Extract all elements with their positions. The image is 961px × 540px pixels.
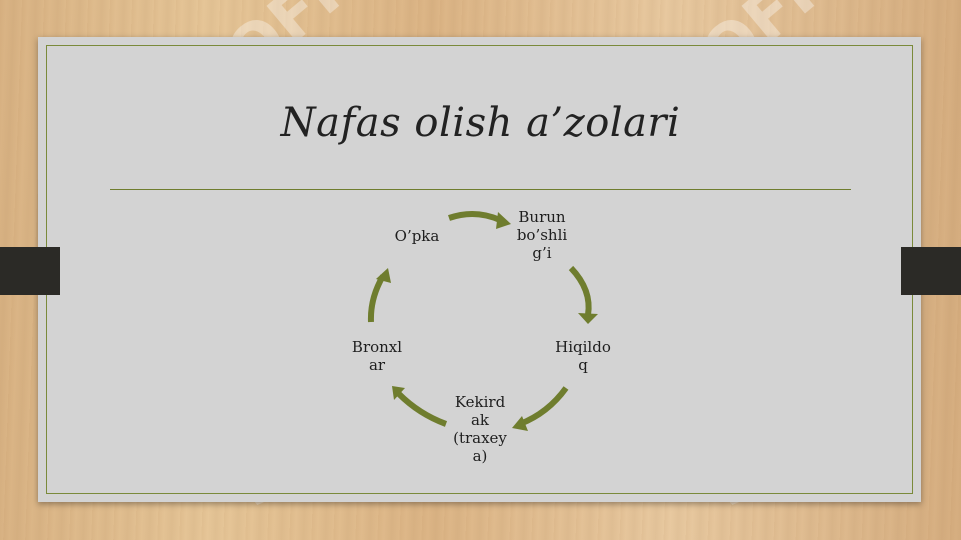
arrow-opka-to-burun <box>448 211 502 223</box>
cycle-node-burun-boshligi: Burun bo’shli g’i <box>516 208 568 262</box>
cycle-node-bronxlar: Bronxl ar <box>351 338 403 374</box>
arrowhead-1 <box>496 212 511 229</box>
arrowhead-3 <box>512 416 528 431</box>
binder-clip-right <box>901 247 961 295</box>
arrowhead-5 <box>376 268 391 283</box>
binder-clip-left <box>0 247 60 295</box>
arrow-hiqildoq-to-kekirdak <box>518 386 569 427</box>
slide-title: Nafas olish a’zolari <box>280 100 681 146</box>
arrowhead-2 <box>578 313 598 324</box>
arrow-burun-to-hiqildoq <box>568 265 592 316</box>
arrow-kekirdak-to-bronxlar <box>396 391 448 427</box>
arrowhead-4 <box>392 386 405 400</box>
slide-card <box>38 37 921 502</box>
title-divider <box>110 189 851 190</box>
arrow-bronxlar-to-opka <box>367 274 386 323</box>
cycle-node-hiqildoq: Hiqildo q <box>555 338 611 374</box>
cycle-node-opka: O’pka <box>394 227 440 245</box>
cycle-node-kekirdak: Kekird ak (traxey a) <box>453 393 507 465</box>
